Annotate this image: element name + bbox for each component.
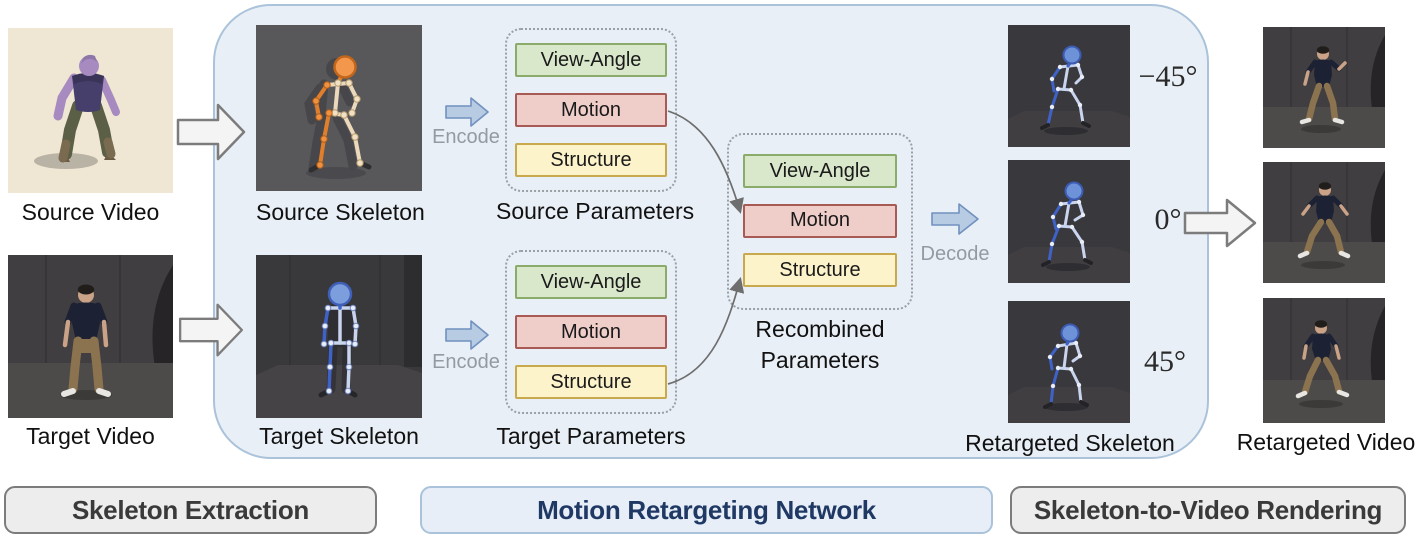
recombined-parameters-panel: View-Angle Motion Structure <box>727 133 913 310</box>
angle-label-45: 45° <box>1144 345 1186 378</box>
target-parameters-panel: View-Angle Motion Structure <box>505 250 677 414</box>
source-extraction-arrow-icon <box>176 101 246 168</box>
rendering-arrow-icon <box>1183 197 1257 254</box>
source-video-image <box>8 28 173 193</box>
retargeted-video-image-2 <box>1263 162 1385 283</box>
source-motion-box: Motion <box>515 93 667 127</box>
skeleton-extraction-banner: Skeleton Extraction <box>4 486 377 534</box>
encode-target-label: Encode <box>432 351 500 373</box>
source-structure-box: Structure <box>515 143 667 177</box>
target-motion-box: Motion <box>515 315 667 349</box>
recombined-view-angle-box: View-Angle <box>743 154 897 188</box>
recombined-label-line1: Recombined <box>755 316 885 342</box>
target-video-image <box>8 255 173 418</box>
decode-label: Decode <box>920 243 990 265</box>
recombined-label-line2: Parameters <box>760 347 880 373</box>
recombined-motion-box: Motion <box>743 203 897 238</box>
angle-label-0: 0° <box>1154 203 1182 236</box>
encode-source-arrow-icon <box>444 96 490 133</box>
retargeted-skeleton-image-45 <box>1008 301 1130 423</box>
encode-source-label: Encode <box>432 126 500 148</box>
source-skeleton-image <box>256 25 422 191</box>
angle-label-minus45: −45° <box>1138 60 1198 93</box>
target-skeleton-image <box>256 255 422 418</box>
source-skeleton-label: Source Skeleton <box>256 199 425 225</box>
target-extraction-arrow-icon <box>176 301 246 364</box>
decode-arrow-icon <box>930 202 980 241</box>
skeleton-to-video-rendering-banner: Skeleton-to-Video Rendering <box>1010 486 1406 534</box>
source-video-label: Source Video <box>21 199 160 225</box>
target-skeleton-label: Target Skeleton <box>259 423 419 449</box>
source-parameters-label: Source Parameters <box>496 198 695 224</box>
recombined-structure-box: Structure <box>743 253 897 287</box>
target-parameters-label: Target Parameters <box>496 423 686 449</box>
target-structure-box: Structure <box>515 365 667 399</box>
motion-retargeting-network-banner: Motion Retargeting Network <box>420 486 993 534</box>
source-parameters-panel: View-Angle Motion Structure <box>505 28 677 192</box>
retargeted-skeleton-label: Retargeted Skeleton <box>965 430 1175 456</box>
encode-target-arrow-icon <box>444 319 490 356</box>
target-view-angle-box: View-Angle <box>515 265 667 299</box>
recombined-parameters-label: Recombined Parameters <box>727 314 913 376</box>
target-video-label: Target Video <box>26 423 155 449</box>
retargeted-skeleton-image-minus45 <box>1008 25 1130 147</box>
source-view-angle-box: View-Angle <box>515 43 667 77</box>
retargeted-video-label: Retargeted Video <box>1236 429 1416 455</box>
retargeted-video-image-1 <box>1263 27 1385 148</box>
retargeted-video-image-3 <box>1263 298 1385 423</box>
retargeted-skeleton-image-0 <box>1008 160 1130 283</box>
